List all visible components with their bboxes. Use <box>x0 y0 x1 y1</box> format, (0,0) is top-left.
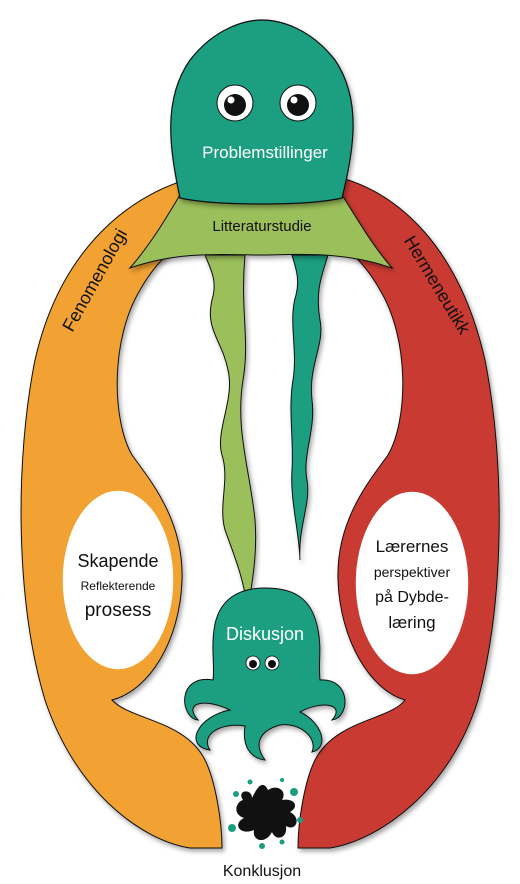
small-octopus-label: Diskusjon <box>226 624 304 644</box>
splat-icon <box>228 778 303 849</box>
left-oval-text: Skapende Reflekterende prosess <box>77 551 158 621</box>
left-oval-line2: Reflekterende <box>81 579 156 593</box>
right-oval <box>355 491 469 675</box>
left-oval-line3: prosess <box>85 600 152 621</box>
teal-tentacle <box>291 255 328 560</box>
octopus-head <box>171 20 353 204</box>
right-oval-line3: på Dybde- <box>375 588 449 606</box>
right-oval-line1: Lærernes <box>376 537 449 556</box>
right-oval-line2: perspektiver <box>374 564 451 580</box>
left-oval-line1: Skapende <box>77 551 158 571</box>
collar-label: Litteraturstudie <box>212 218 311 235</box>
green-tentacle <box>205 255 256 612</box>
left-eye-icon <box>217 85 253 121</box>
small-octopus <box>185 588 345 760</box>
right-oval-line4: læring <box>388 613 435 632</box>
splat-label: Konklusjon <box>223 863 301 880</box>
right-eye-icon <box>280 85 316 121</box>
head-label: Problemstillinger <box>202 143 328 162</box>
